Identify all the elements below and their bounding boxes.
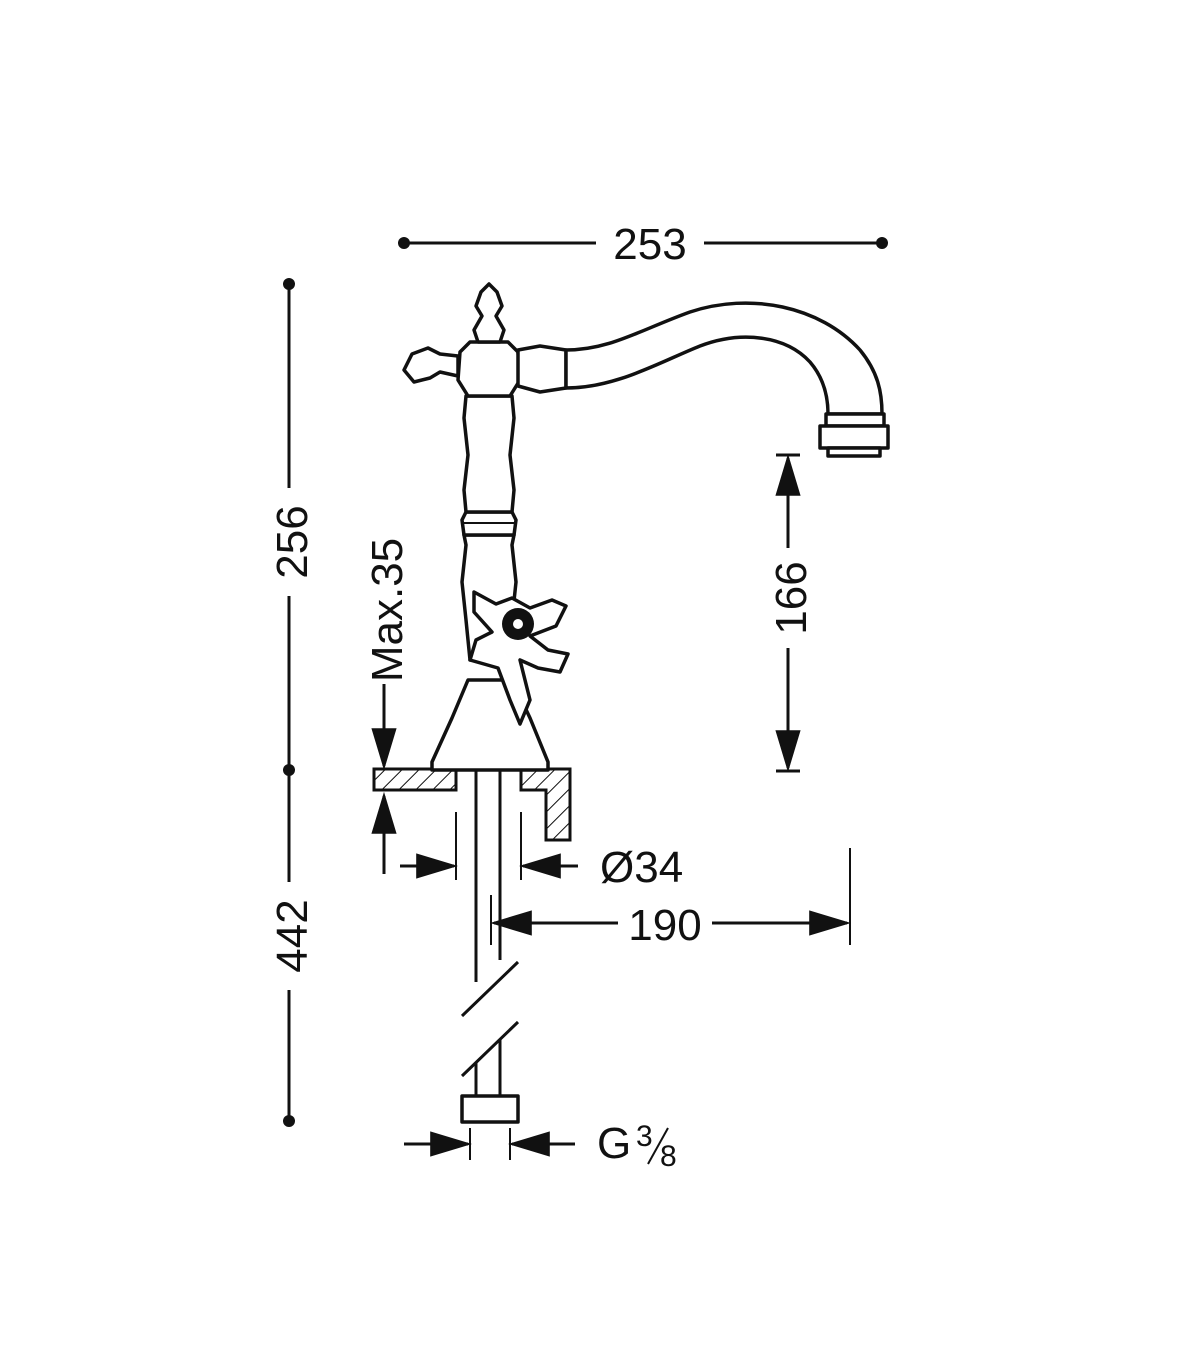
- hole-diameter-label: Ø34: [600, 843, 683, 892]
- overall-width-label: 253: [613, 220, 686, 269]
- upper-height-label: 256: [268, 505, 317, 578]
- supply-hose: [460, 770, 520, 1124]
- dimension-spout-reach: 190: [489, 848, 852, 950]
- connection-denominator: 8: [660, 1140, 677, 1173]
- faucet-body: [402, 282, 890, 772]
- dimension-upper-height: 256: [268, 278, 317, 776]
- connection-numerator: 3: [636, 1120, 653, 1153]
- countertop-section: [372, 767, 572, 842]
- dimension-max-deck-thickness: Max.35: [363, 538, 412, 874]
- dimension-connection-thread: G 3 8: [404, 1119, 677, 1173]
- dimension-spout-clearance: 166: [767, 453, 816, 773]
- spout-clearance-label: 166: [767, 561, 816, 634]
- connection-prefix: G: [597, 1119, 631, 1168]
- lower-height-label: 442: [268, 899, 317, 972]
- spout-reach-label: 190: [628, 901, 701, 950]
- dimension-hole-diameter: Ø34: [400, 812, 683, 892]
- max-thickness-label: Max.35: [363, 538, 412, 682]
- dimension-lower-height: 442: [268, 770, 317, 1127]
- dimension-overall-width: 253: [398, 220, 888, 269]
